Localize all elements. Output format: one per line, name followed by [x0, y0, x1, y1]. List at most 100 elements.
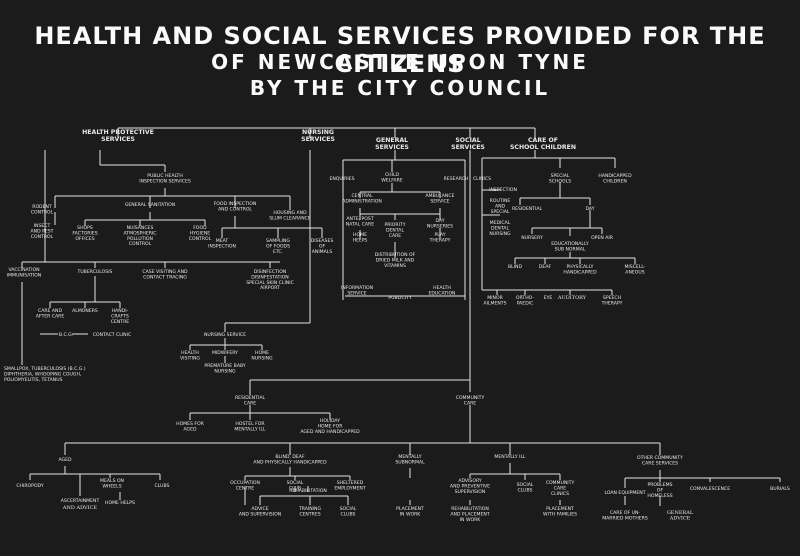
node-clinics: CLINICS: [473, 176, 491, 182]
node-holiday-home-line: HOME FOR: [318, 423, 344, 429]
node-community-care-clinics-line: CARE: [554, 485, 567, 491]
node-ante-post-natal-line: ANTE, POST: [346, 216, 374, 222]
node-play-therapy-line: PLAY: [434, 232, 445, 238]
node-nuisances-line: NUISANCES: [127, 225, 154, 231]
node-social-club-line: SOCIAL: [287, 480, 304, 486]
node-mentally-subnormal-line: SUBNORMAL: [395, 459, 425, 465]
node-residential-line: RESIDENTIAL: [512, 206, 543, 212]
node-smallpox-list-line: SMALLPOX, TUBERCULOSIS (B.C.G.): [4, 366, 86, 372]
node-enquiries: ENQUIRIES: [329, 176, 354, 182]
node-deaf: DEAF: [539, 264, 552, 270]
node-housing-line: HOUSING AND: [273, 210, 307, 216]
node-vaccination-line: IMMUNISATION: [7, 272, 41, 278]
node-information-service-line: SERVICE: [347, 290, 366, 296]
node-handicrafts-centre-line: CENTRE: [111, 319, 130, 325]
node-problems-homeless-line: PROBLEMS: [647, 482, 672, 488]
node-diseases-animals-line: DISEASES: [311, 238, 334, 244]
node-central-administration-line: ADMINISTRATION: [342, 198, 382, 204]
node-food-hygiene-line: FOOD: [193, 225, 207, 231]
node-home-nursing-line: HOME: [255, 350, 269, 356]
node-distribution-milk-line: DISTRIBUTION OF: [375, 252, 416, 258]
node-social-club-line: CLUB: [289, 485, 301, 491]
node-problems-homeless-line: HOMELESS: [647, 493, 672, 499]
node-other-community-care-line: CARE SERVICES: [642, 460, 678, 466]
node-distribution-milk-line: VITAMINS: [384, 263, 406, 269]
node-community-care-clinics-line: CLINICS: [551, 491, 569, 497]
node-orthopaedic: ORTHO-PAEDIC: [516, 295, 534, 306]
node-loan-equipment: LOAN EQUIPMENT: [604, 490, 645, 496]
node-meals-on-wheels-line: MEALS ON: [100, 478, 124, 484]
node-food-inspection-line: AND CONTROL: [218, 206, 252, 212]
node-care-after-care-line: CARE AND: [38, 308, 62, 314]
node-tuberculosis-line: TUBERCULOSIS: [77, 269, 113, 275]
node-disinfection-line: AIRPORT: [260, 285, 280, 291]
node-handicapped-children-line: HANDICAPPED: [598, 173, 632, 179]
node-clubs-line: CLUBS: [155, 483, 170, 489]
node-other-community-care-line: OTHER COMMUNITY: [637, 455, 683, 461]
node-disinfection-line: DISINFECTION: [254, 269, 287, 275]
node-day-line: DAY: [585, 206, 594, 212]
node-advisory-supervision-line: ADVISORY: [458, 478, 482, 484]
node-ascertainment: ASCERTAINMENT: [61, 498, 100, 504]
node-ambulance-service-line: AMBULANCE: [426, 193, 455, 199]
node-eye-line: EYE: [544, 295, 553, 301]
node-day-nurseries-line: NURSERIES: [427, 223, 453, 229]
node-general-sanitation: GENERAL SANITATION: [125, 202, 175, 208]
node-central-administration-line: CENTRAL: [351, 193, 373, 199]
node-loan-equipment-line: LOAN EQUIPMENT: [604, 490, 645, 496]
node-advisory-supervision-line: AND PREVENTIVE: [450, 483, 490, 489]
header-general-services-line: SERVICES: [375, 144, 409, 151]
node-rodent-control-line: CONTROL: [31, 209, 54, 215]
chart-title-line-3: BY THE CITY COUNCIL: [249, 76, 551, 100]
node-bcg-line: B.C.G.: [59, 332, 73, 338]
node-routine-special-line: AND: [495, 203, 506, 209]
node-occupation-centre-line: OCCUPATION: [230, 480, 260, 486]
node-blind-deaf-handicapped-line: BLIND, DEAF: [275, 454, 305, 460]
node-special-schools-line: SPECIAL: [551, 173, 570, 179]
node-sampling-foods-line: OF FOODS: [266, 243, 290, 249]
node-burials-line: BURIALS: [770, 486, 790, 492]
node-special-schools-line: SCHOOLS: [549, 178, 571, 184]
node-care-unmarried-mothers: CARE OF UN-MARRIED MOTHERS: [602, 510, 648, 521]
node-inspection-line: INSPECTION: [489, 187, 517, 193]
node-case-visiting-line: CONTACT TRACING: [143, 274, 187, 280]
node-disinfection-line: DISINFESTATION: [251, 274, 289, 280]
node-problems-homeless-line: OF: [657, 487, 664, 493]
node-sampling-foods-line: SAMPLING: [266, 238, 290, 244]
node-social-clubs-mi-line: SOCIAL: [517, 482, 534, 488]
node-care-unmarried-mothers-line: CARE OF UN-: [610, 510, 640, 516]
node-smallpox-list: SMALLPOX, TUBERCULOSIS (B.C.G.)DIPHTHERI…: [4, 366, 86, 383]
node-sheltered-employment-line: SHELTERED: [337, 480, 364, 486]
